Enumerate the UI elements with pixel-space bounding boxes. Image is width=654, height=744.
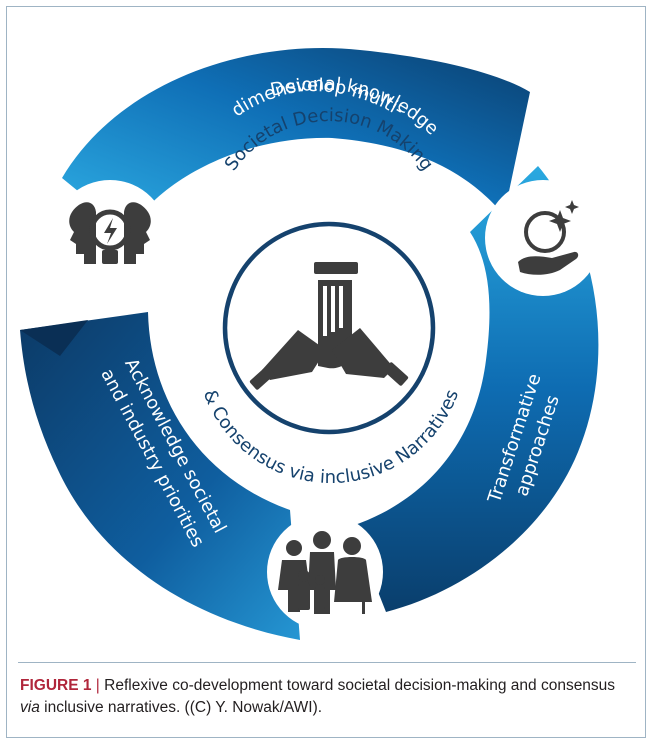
joined-hands-icon xyxy=(249,262,409,390)
caption-divider xyxy=(18,662,636,663)
segment-acknowledge-priorities xyxy=(20,312,300,640)
caption-text-after: inclusive narratives. ((C) Y. Nowak/AWI)… xyxy=(39,699,323,716)
lightbulb-heads-icon xyxy=(69,202,151,264)
caption-text-italic: via xyxy=(20,699,40,716)
caption-text-before: Reflexive co-development toward societal… xyxy=(104,677,616,694)
figure-caption: FIGURE 1 | Reflexive co-development towa… xyxy=(20,675,632,719)
crystal-ball-hand-icon xyxy=(518,200,579,275)
figure-label: FIGURE 1 xyxy=(20,677,92,694)
family-group-icon xyxy=(278,531,372,614)
cycle-diagram: Develop multi- dimensional knowledge Tra… xyxy=(20,48,601,640)
figure-separator: | xyxy=(95,677,100,694)
segment-develop-knowledge xyxy=(62,48,530,232)
segment-fold-shadow xyxy=(20,320,88,356)
icon-circle-transformative xyxy=(485,180,601,296)
